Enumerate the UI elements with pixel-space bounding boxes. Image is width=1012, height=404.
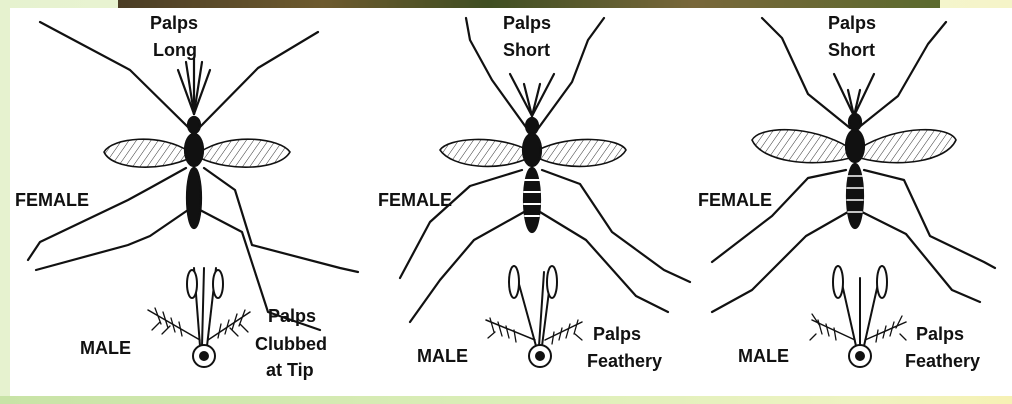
panel2-top-label-line2: Short xyxy=(503,40,550,60)
mosquito-3 xyxy=(712,18,995,312)
panel3-male-label: MALE xyxy=(738,346,789,366)
panel1-male-palps-line2: Clubbed xyxy=(255,334,327,354)
panel3-top-label-line1: Palps xyxy=(828,13,876,33)
male-head-2 xyxy=(486,266,582,367)
panel1-top-label-line2: Long xyxy=(153,40,197,60)
panel2-top-label-line1: Palps xyxy=(503,13,551,33)
panel2-male-label: MALE xyxy=(417,346,468,366)
panel1-male-palps-line1: Palps xyxy=(268,306,316,326)
panel1-male-palps-line3: at Tip xyxy=(266,360,314,380)
male-head-3 xyxy=(810,266,906,367)
mosquito-2 xyxy=(400,18,690,322)
panel1-top-label-line1: Palps xyxy=(150,13,198,33)
panel1-male-label: MALE xyxy=(80,338,131,358)
panel3-female-label: FEMALE xyxy=(698,190,772,210)
panel2-female-label: FEMALE xyxy=(378,190,452,210)
panel2-male-palps-line1: Palps xyxy=(593,324,641,344)
male-head-1 xyxy=(148,268,250,367)
panel1-female-label: FEMALE xyxy=(15,190,89,210)
panel3-top-label-line2: Short xyxy=(828,40,875,60)
panel3-male-palps-line2: Feathery xyxy=(905,351,980,371)
panel2-male-palps-line2: Feathery xyxy=(587,351,662,371)
panel3-male-palps-line1: Palps xyxy=(916,324,964,344)
